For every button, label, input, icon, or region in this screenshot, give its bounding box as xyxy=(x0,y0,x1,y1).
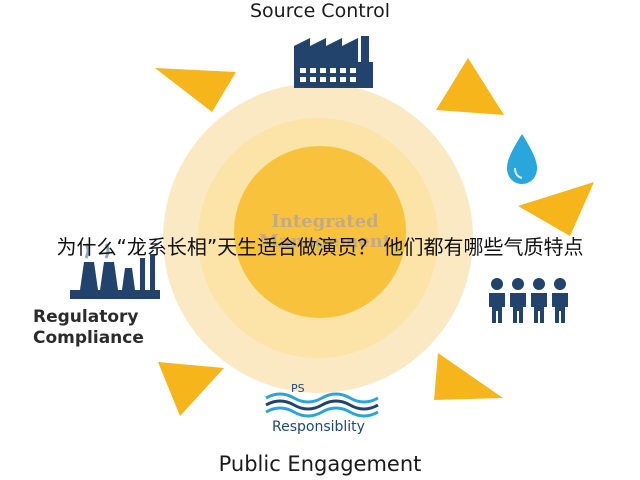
center-title-line2: Management xyxy=(258,231,392,252)
sun-inner-disc xyxy=(234,146,406,318)
people-icon xyxy=(489,278,568,323)
source-control-label: Source Control xyxy=(250,0,390,22)
ray-bottom-left xyxy=(158,362,224,416)
waves-icon xyxy=(265,392,379,418)
factory-icon xyxy=(294,36,373,88)
ray-bottom-right xyxy=(434,353,503,400)
regulatory-label-line2: Compliance xyxy=(33,328,144,348)
center-title-line1: Integrated xyxy=(271,211,379,232)
industrial-plant-icon xyxy=(70,243,160,299)
ray-top-left xyxy=(155,68,236,112)
regulatory-label-line1: Regulatory xyxy=(33,307,139,327)
water-drop-icon xyxy=(507,134,537,184)
responsibility-label: Responsiblity xyxy=(272,419,365,435)
center-title: Integrated Management xyxy=(250,212,400,252)
overlay-caption: 为什么“龙系长相”天生适合做演员？ 他们都有哪些气质特点 xyxy=(56,235,584,259)
ray-top-right xyxy=(436,58,504,115)
regulatory-compliance-label: Regulatory Compliance xyxy=(33,307,144,349)
ps-label: PS xyxy=(291,382,305,395)
public-engagement-label: Public Engagement xyxy=(218,452,422,476)
ray-right xyxy=(518,182,594,236)
